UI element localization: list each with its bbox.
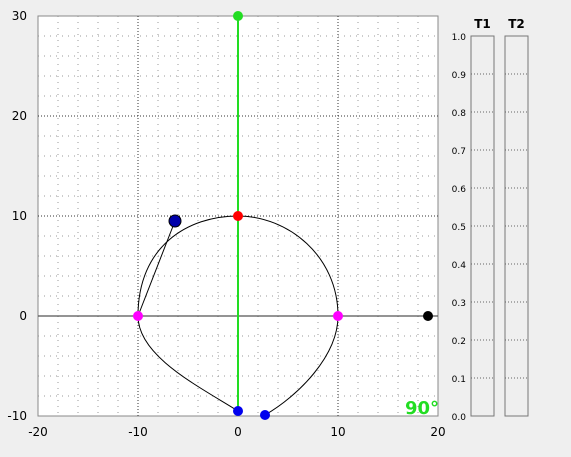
y-tick-label: 20 — [12, 109, 27, 123]
bar-tick-label: 0.5 — [452, 223, 466, 233]
x-tick-label: 20 — [430, 425, 445, 439]
x-tick-label: -20 — [28, 425, 48, 439]
bottom-point[interactable] — [233, 406, 243, 416]
upper-left-point[interactable] — [168, 214, 182, 228]
y-tick-label: -10 — [7, 409, 27, 423]
bar-tick-label: 0.1 — [452, 375, 466, 385]
x-tick-label: -10 — [128, 425, 148, 439]
bar-label-t2: T2 — [508, 17, 525, 31]
tangent-line — [137, 220, 176, 317]
bar-tick-label: 0.3 — [452, 299, 466, 309]
bottom-right-point[interactable] — [260, 410, 270, 420]
bar-tick-label: 0.2 — [452, 337, 466, 347]
left-point[interactable] — [133, 311, 143, 321]
x-tick-label: 0 — [234, 425, 242, 439]
bar-tick-label: 0.0 — [452, 413, 467, 423]
y-tick-label: 10 — [12, 209, 27, 223]
right-point[interactable] — [333, 311, 343, 321]
angle-label: 90° — [405, 398, 439, 419]
x-tick-label: 10 — [330, 425, 345, 439]
bar-tick-label: 0.8 — [452, 109, 467, 119]
top-point[interactable] — [233, 11, 243, 21]
bar-tick-label: 0.6 — [452, 185, 467, 195]
y-tick-label: 30 — [12, 9, 27, 23]
bar-tick-label: 0.7 — [452, 147, 466, 157]
y-tick-label: 0 — [19, 309, 27, 323]
bar-label-t1: T1 — [474, 17, 491, 31]
bar-tick-label: 1.0 — [452, 33, 467, 43]
bar-tick-label: 0.4 — [452, 261, 467, 271]
bar-tick-label: 0.9 — [452, 71, 467, 81]
center-top-point[interactable] — [233, 211, 243, 221]
end-point[interactable] — [423, 311, 433, 321]
